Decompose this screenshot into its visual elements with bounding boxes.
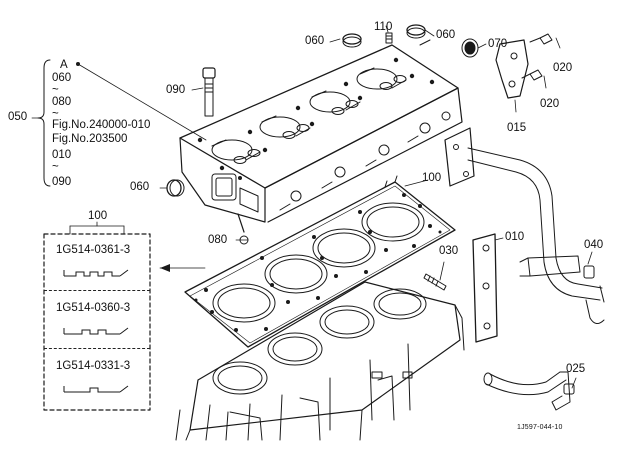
- cap-070[interactable]: [461, 38, 479, 58]
- callout-100-gasket[interactable]: 100: [422, 172, 442, 184]
- drawing-code: 1J597-044-10: [517, 424, 563, 431]
- note-line-9: 090: [52, 176, 72, 188]
- bolt-020-upper[interactable]: [529, 33, 553, 45]
- note-line-3: 080: [52, 96, 72, 108]
- callout-010[interactable]: 010: [505, 231, 525, 243]
- callout-080[interactable]: 080: [208, 234, 228, 246]
- water-pipe-025[interactable]: [483, 371, 575, 411]
- head-gasket[interactable]: [184, 175, 456, 348]
- note-ref-fig-203500[interactable]: Fig.No.203500: [52, 133, 128, 145]
- gasket-part-number: 1G514-0331-3: [56, 360, 131, 372]
- plug-060-right[interactable]: [406, 24, 426, 39]
- gasket-variant-2[interactable]: 1G514-0360-3: [44, 292, 150, 349]
- callout-040[interactable]: 040: [584, 239, 604, 251]
- plug-060-left[interactable]: [166, 179, 185, 197]
- hanger-015[interactable]: [495, 39, 529, 99]
- cylinder-head[interactable]: [179, 39, 463, 233]
- note-marker-a: A: [60, 59, 68, 71]
- callout-020-lower[interactable]: 020: [540, 98, 560, 110]
- plug-060-top[interactable]: [342, 33, 362, 48]
- note-line-8: ~: [52, 161, 59, 173]
- gasket-notch-1-icon: [63, 385, 129, 393]
- note-bracket: [37, 59, 51, 187]
- gasket-notch-2-icon: [63, 327, 129, 335]
- gasket-variant-1[interactable]: 1G514-0361-3: [44, 234, 150, 291]
- callout-060-right[interactable]: 060: [436, 29, 456, 41]
- callout-090[interactable]: 090: [166, 84, 186, 96]
- gasket-variant-3[interactable]: 1G514-0331-3: [44, 350, 150, 406]
- cylinder-block[interactable]: [175, 281, 465, 441]
- callout-025[interactable]: 025: [566, 363, 586, 375]
- gasket-part-number: 1G514-0360-3: [56, 302, 131, 314]
- note-line-4: ~: [52, 108, 59, 120]
- callout-020-upper[interactable]: 020: [553, 62, 573, 74]
- bolt-090[interactable]: [202, 67, 216, 117]
- note-line-7: 010: [52, 149, 72, 161]
- bolt-020-lower[interactable]: [521, 69, 543, 81]
- callout-070[interactable]: 070: [488, 38, 508, 50]
- bracket-010[interactable]: [472, 233, 498, 343]
- callout-030[interactable]: 030: [439, 245, 459, 257]
- gasket-notch-3-icon: [63, 269, 129, 277]
- gasket-variants-box-frame: [43, 221, 151, 411]
- gasket-part-number: 1G514-0361-3: [56, 244, 131, 256]
- note-line-2: ~: [52, 84, 59, 96]
- callout-050[interactable]: 050: [8, 111, 28, 123]
- stud-030[interactable]: [423, 273, 447, 291]
- leader-lines: [77, 25, 593, 389]
- callout-110[interactable]: 110: [374, 21, 393, 33]
- pipe-assembly[interactable]: [444, 127, 605, 324]
- note-pointer-dot: [76, 62, 80, 66]
- screw-110[interactable]: [385, 32, 393, 44]
- arrow-icon: [160, 264, 170, 272]
- note-line-1: 060: [52, 72, 72, 84]
- callout-015[interactable]: 015: [507, 122, 527, 134]
- callout-100-box[interactable]: 100: [88, 210, 108, 222]
- note-ref-fig-240000[interactable]: Fig.No.240000-010: [52, 119, 151, 131]
- callout-060-left[interactable]: 060: [130, 181, 150, 193]
- callout-060-top[interactable]: 060: [305, 35, 325, 47]
